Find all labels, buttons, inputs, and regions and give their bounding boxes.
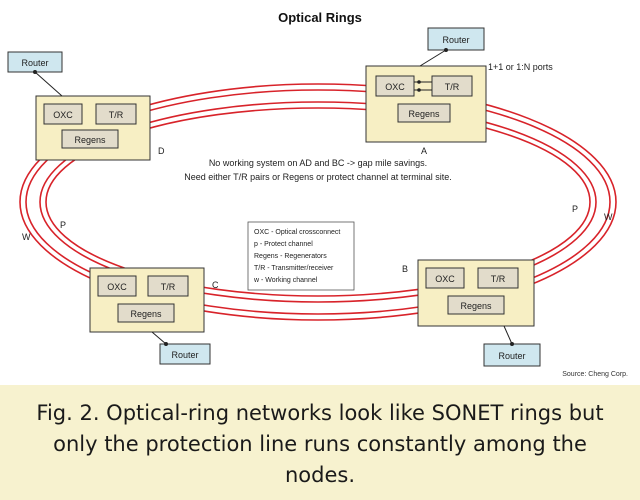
node-b-oxc: OXC <box>435 274 455 284</box>
ring-outer <box>19 83 617 321</box>
caption-area <box>0 385 640 500</box>
node-a-oxc-box <box>375 75 415 97</box>
router-a: Router <box>419 27 485 67</box>
node-a-regens: Regens <box>408 109 440 119</box>
legend: OXC - Optical crossconnect p - Protect c… <box>247 221 355 291</box>
router-a-label: Router <box>442 35 469 45</box>
node-d-regens-box <box>61 129 119 149</box>
note-line-1: No working system on AD and BC -> gap mi… <box>209 158 427 168</box>
node-d-tr-box <box>95 103 137 125</box>
legend-item: Regens - Regenerators <box>254 253 327 260</box>
node-b-tr-box <box>477 267 519 289</box>
caption-line-3: nodes. <box>284 463 356 487</box>
node-a-tr-box <box>431 75 473 97</box>
node-d-label: D <box>158 146 165 156</box>
port-note: 1+1 or 1:N ports <box>488 62 553 72</box>
router-d: Router <box>7 51 63 97</box>
diagram-area: Optical Rings P W P W OXC T/R <box>7 10 629 378</box>
legend-item: OXC - Optical crossconnect <box>254 229 340 236</box>
node-c: OXC T/R Regens C <box>89 267 219 333</box>
legend-item: w - Working channel <box>253 277 318 284</box>
node-a-oxc: OXC <box>385 82 405 92</box>
node-b-oxc-box <box>425 267 465 289</box>
node-d: OXC T/R Regens D <box>35 95 165 161</box>
node-a-label: A <box>421 146 427 156</box>
caption-line-1: Fig. 2. Optical-ring networks look like … <box>36 401 604 425</box>
node-a-regens-box <box>397 103 451 123</box>
node-b-label: B <box>402 264 408 274</box>
router-c-label: Router <box>171 350 198 360</box>
optical-ring-diagram: Optical Rings P W P W OXC T/R <box>7 10 628 378</box>
source-credit: Source: Cheng Corp. <box>562 371 628 378</box>
figure-caption: Fig. 2. Optical-ring networks look like … <box>0 398 640 491</box>
node-c-label: C <box>212 280 219 290</box>
node-c-oxc-box <box>97 275 137 297</box>
ring-label-w-right: W <box>604 212 613 222</box>
node-c-regens: Regens <box>130 309 162 319</box>
node-d-tr: T/R <box>109 110 124 120</box>
router-d-label: Router <box>21 58 48 68</box>
node-c-tr-box <box>147 275 189 297</box>
diagram-title: Optical Rings <box>278 10 362 25</box>
node-c-oxc: OXC <box>107 282 127 292</box>
legend-box <box>247 221 355 291</box>
caption-line-2: only the protection line runs constantly… <box>53 432 587 456</box>
node-b-regens-box <box>447 295 505 315</box>
ring-label-w-left: W <box>22 232 31 242</box>
node-c-regens-box <box>117 303 175 323</box>
node-b: OXC T/R Regens B <box>402 259 535 327</box>
node-d-oxc-box <box>43 103 83 125</box>
legend-item: p - Protect channel <box>254 241 313 248</box>
node-d-oxc: OXC <box>53 110 73 120</box>
node-a-tr: T/R <box>445 82 460 92</box>
note-line-2: Need either T/R pairs or Regens or prote… <box>184 172 451 182</box>
router-b-label: Router <box>498 351 525 361</box>
node-d-regens: Regens <box>74 135 106 145</box>
router-b: Router <box>483 325 541 367</box>
node-c-tr: T/R <box>161 282 176 292</box>
node-b-tr: T/R <box>491 274 506 284</box>
legend-item: T/R - Transmitter/receiver <box>254 265 334 272</box>
router-c: Router <box>151 331 211 365</box>
router-c-box <box>159 343 211 365</box>
ring-label-p-left: P <box>60 220 66 230</box>
ring-inner <box>39 101 597 303</box>
router-a-box <box>427 27 485 51</box>
node-a: OXC T/R Regens A <box>365 65 487 156</box>
ring-label-p-right: P <box>572 204 578 214</box>
node-b-regens: Regens <box>460 301 492 311</box>
